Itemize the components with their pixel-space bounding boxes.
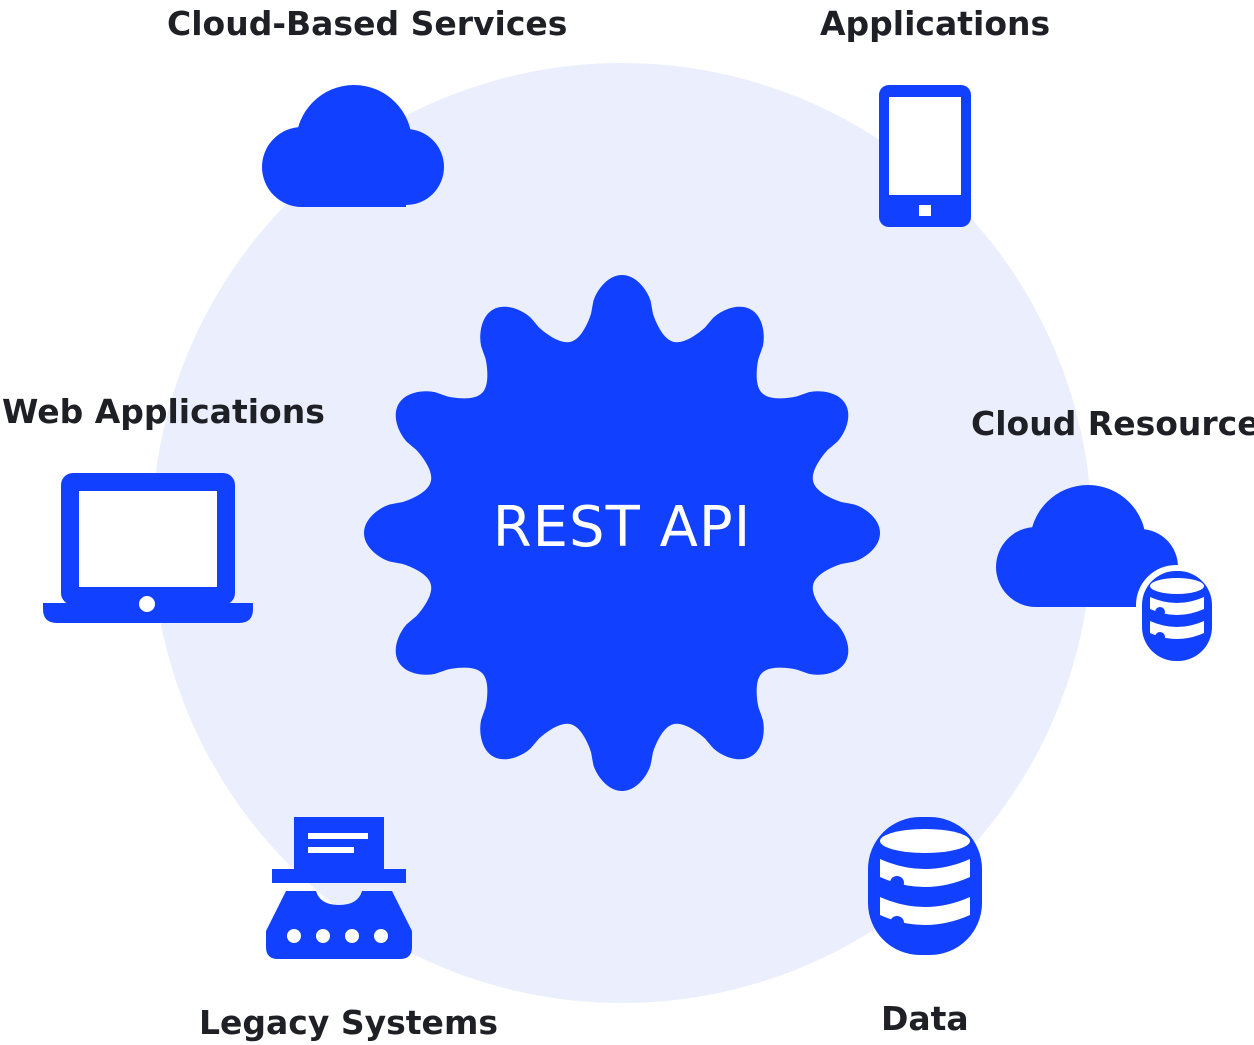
gear-icon bbox=[364, 275, 880, 791]
laptop-icon bbox=[43, 473, 253, 623]
gear-shape bbox=[364, 275, 880, 791]
cloud-icon bbox=[262, 85, 444, 207]
cloud-database-icon bbox=[996, 485, 1218, 665]
smartphone-icon bbox=[879, 85, 971, 227]
center-title: REST API bbox=[492, 495, 752, 560]
label-data: Data bbox=[881, 999, 969, 1038]
label-cloud-resources: Cloud Resources bbox=[971, 404, 1254, 443]
label-cloud-based-services: Cloud-Based Services bbox=[167, 4, 568, 43]
label-legacy-systems: Legacy Systems bbox=[199, 1003, 498, 1042]
label-applications: Applications bbox=[820, 4, 1051, 43]
label-web-applications: Web Applications bbox=[2, 392, 325, 431]
rest-api-hub bbox=[362, 273, 882, 793]
typewriter-icon bbox=[266, 817, 412, 959]
database-icon bbox=[868, 817, 982, 955]
